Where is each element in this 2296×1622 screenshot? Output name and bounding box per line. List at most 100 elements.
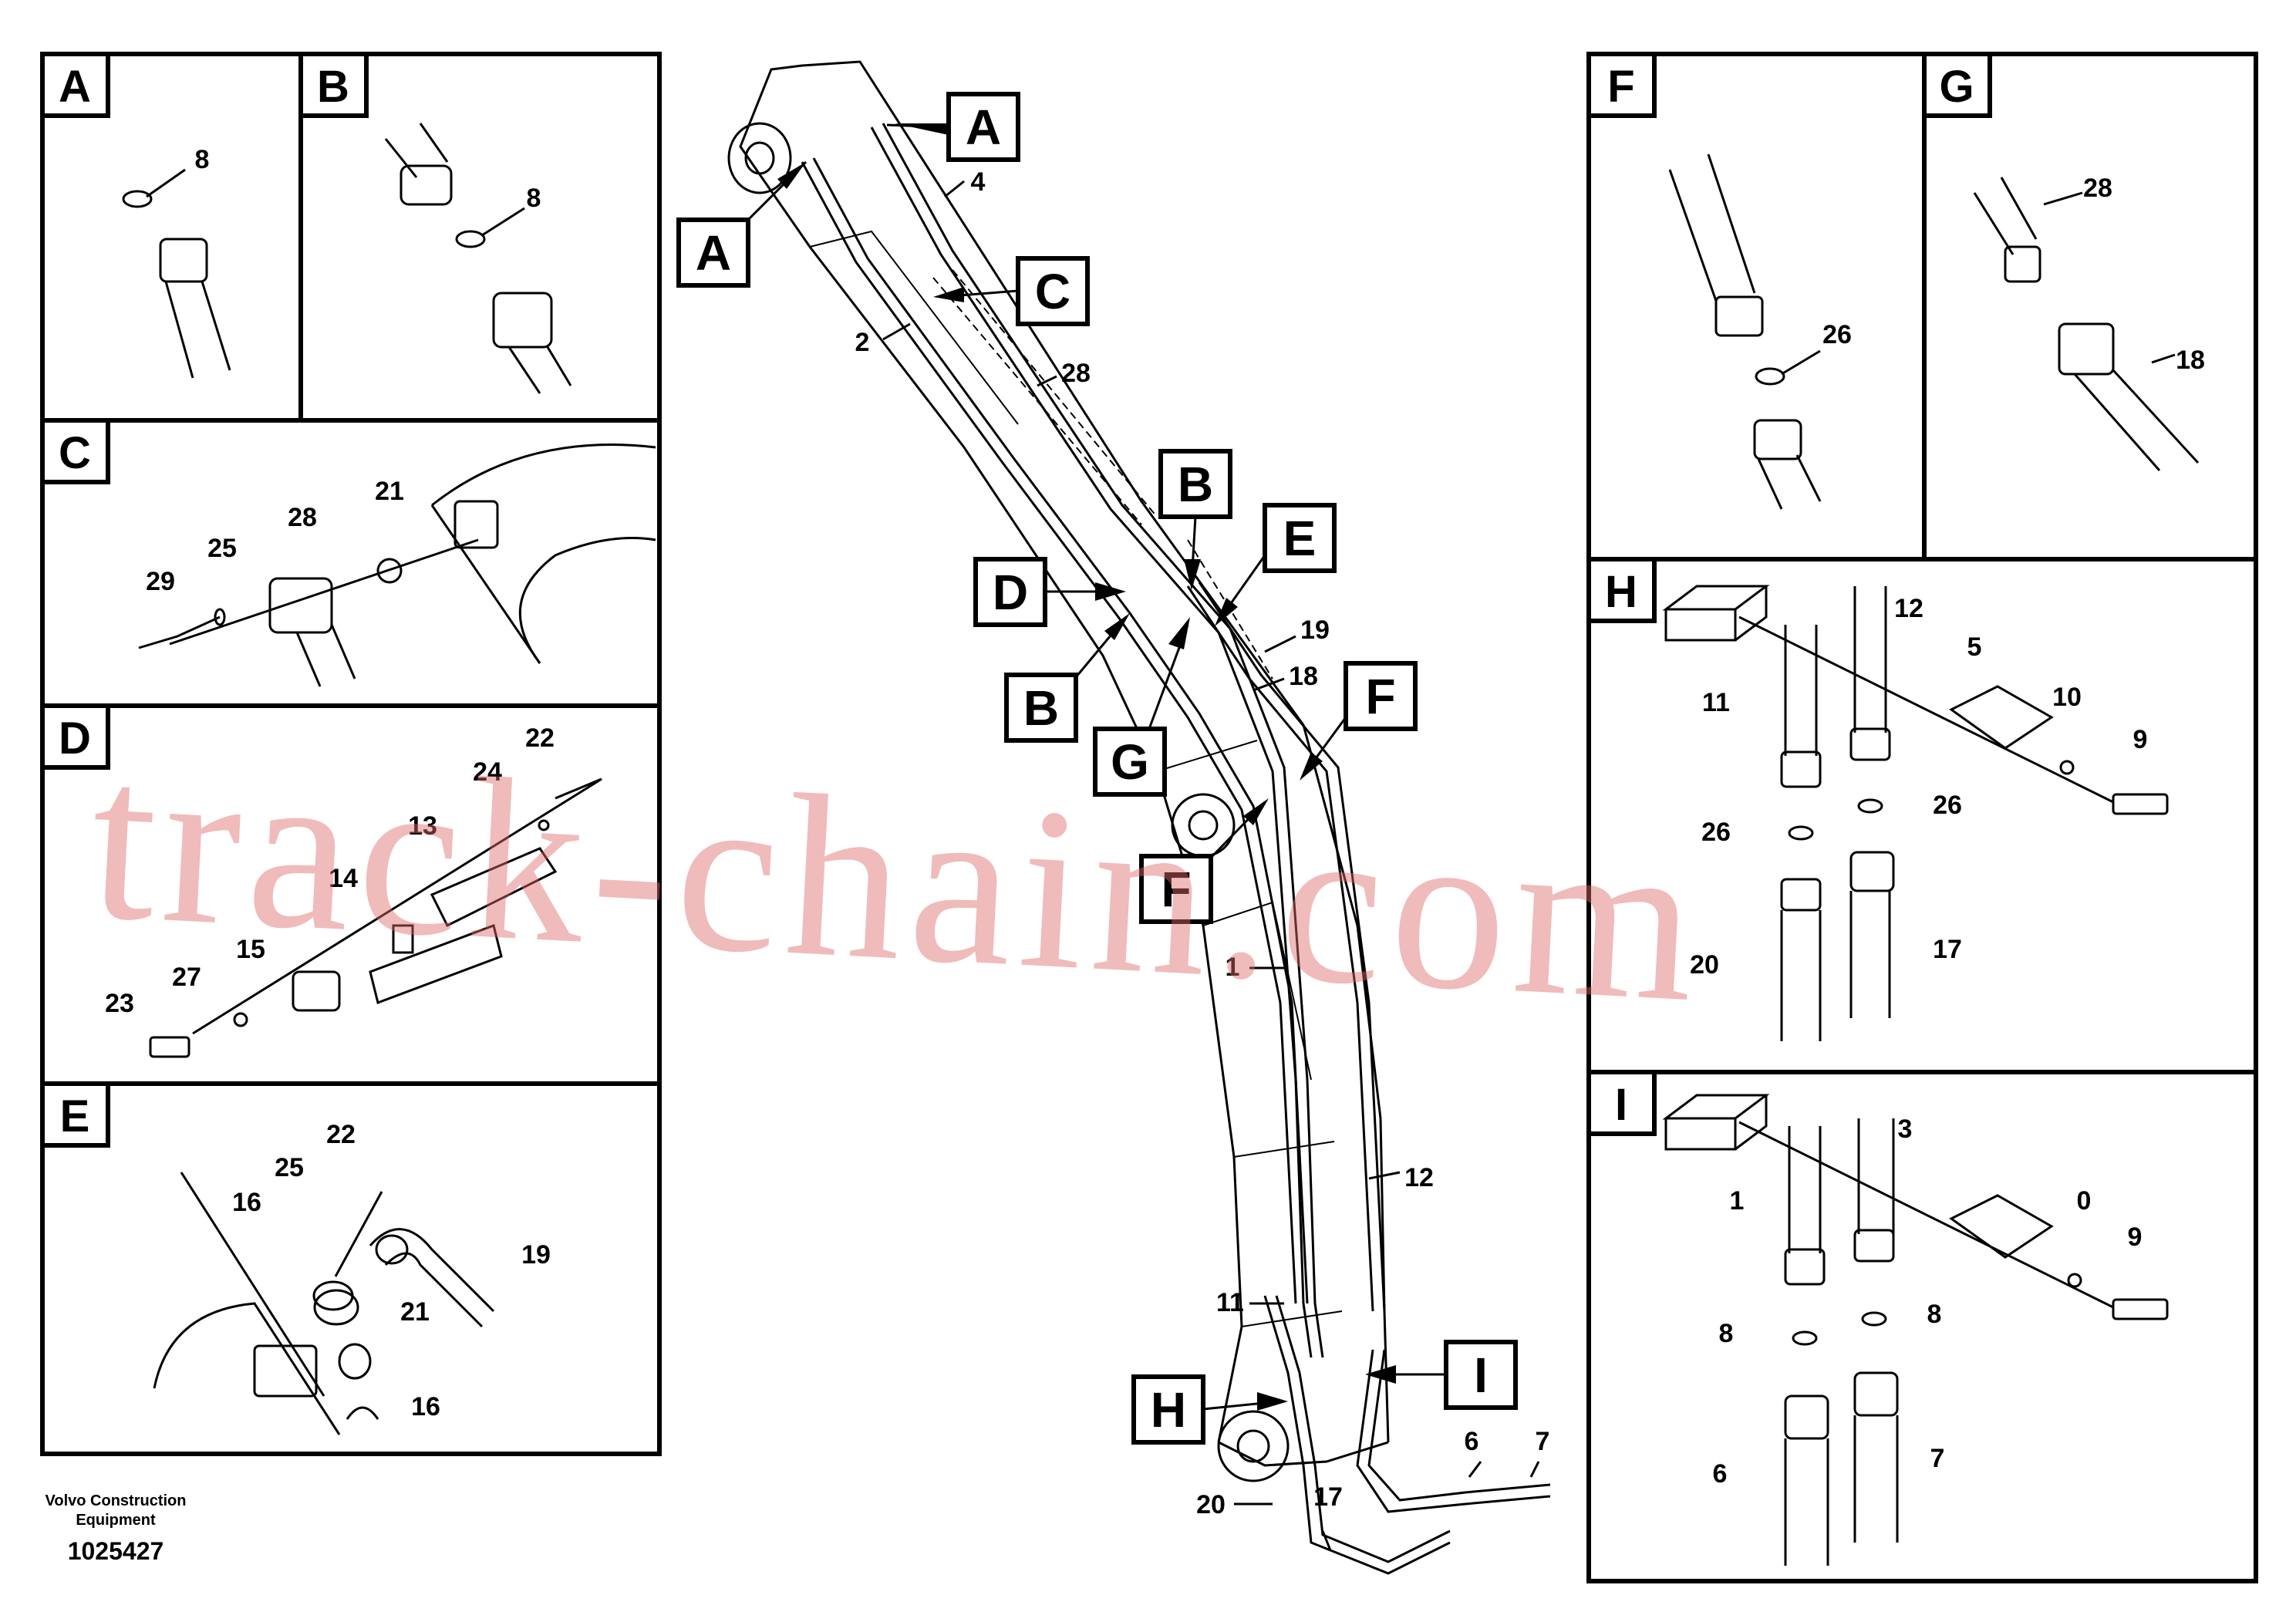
- panel-i-part-10-partial: 0: [2077, 1186, 2092, 1216]
- callout-d: D: [973, 557, 1126, 627]
- panel-e-letter: E: [60, 1091, 90, 1141]
- panel-i-letter: I: [1615, 1080, 1627, 1130]
- panel-c-part-29: 29: [146, 567, 175, 596]
- svg-text:G: G: [1111, 734, 1149, 790]
- panel-g-part-18: 18: [2176, 346, 2205, 375]
- panel-d-part-13: 13: [408, 811, 437, 841]
- panel-a: A 8: [40, 52, 303, 423]
- main-part-2: 2: [855, 328, 870, 357]
- main-part-7: 7: [1536, 1427, 1550, 1456]
- panel-i: I 3 1 8 8 6 7 9 0: [1586, 1070, 2258, 1583]
- panel-e-part-25: 25: [275, 1153, 304, 1182]
- svg-text:D: D: [993, 565, 1028, 620]
- panel-h-part-5: 5: [1967, 632, 1982, 662]
- panel-h-part-12: 12: [1894, 594, 1923, 623]
- panel-h-part-11: 11: [1702, 688, 1730, 717]
- panel-d-part-14: 14: [329, 864, 358, 893]
- callout-a-left: A: [676, 160, 807, 288]
- main-part-1: 1: [1226, 953, 1240, 982]
- panel-d-part-27: 27: [172, 963, 201, 992]
- panel-d-part-15: 15: [236, 935, 265, 964]
- main-part-11: 11: [1216, 1288, 1244, 1317]
- panel-h-part-26-left: 26: [1701, 818, 1731, 847]
- panel-i-part-8-right: 8: [1927, 1300, 1942, 1329]
- svg-text:A: A: [966, 99, 1001, 155]
- callout-g: G: [1093, 617, 1190, 797]
- main-part-6: 6: [1465, 1427, 1479, 1456]
- callout-h: H: [1131, 1374, 1288, 1445]
- callout-f-lower: F: [1139, 798, 1269, 924]
- panel-i-part-1: 1: [1730, 1186, 1745, 1216]
- panel-e-part-16-bottom: 16: [411, 1392, 440, 1421]
- panel-d-part-22: 22: [525, 723, 555, 753]
- svg-text:B: B: [1023, 680, 1059, 736]
- panel-g-part-28: 28: [2083, 174, 2112, 203]
- panel-h-part-20: 20: [1690, 950, 1719, 980]
- panel-f-letter: F: [1607, 62, 1634, 112]
- panel-d-part-24: 24: [473, 757, 502, 787]
- svg-text:F: F: [1161, 862, 1191, 917]
- panel-c-part-28: 28: [288, 503, 317, 532]
- panel-c: C 29 25 28 21: [40, 418, 662, 708]
- panel-f-part-26: 26: [1822, 320, 1852, 349]
- svg-text:A: A: [696, 225, 731, 281]
- callout-b-lower: B: [1004, 613, 1130, 743]
- panel-c-part-25: 25: [207, 534, 237, 563]
- panel-h-letter: H: [1605, 567, 1637, 617]
- panel-h-part-26-right: 26: [1933, 791, 1962, 820]
- panel-a-letter: A: [59, 62, 91, 112]
- main-part-18: 18: [1289, 662, 1318, 691]
- callout-f-right: F: [1300, 661, 1418, 781]
- panel-h-part-10: 10: [2052, 683, 2082, 712]
- callouts: A A C B D: [676, 92, 1518, 1445]
- panel-b-part-8: 8: [527, 184, 541, 213]
- watermark-text: track-chain.com: [86, 710, 1709, 1050]
- svg-text:E: E: [1283, 511, 1317, 566]
- panel-b-letter: B: [317, 62, 349, 112]
- panel-h-part-17: 17: [1933, 935, 1962, 964]
- panel-b: B 8: [298, 52, 662, 423]
- panel-a-part-8: 8: [195, 145, 210, 174]
- callout-c: C: [933, 256, 1090, 326]
- svg-text:I: I: [1474, 1347, 1488, 1403]
- panel-f: F 26: [1586, 52, 1927, 561]
- main-part-19: 19: [1300, 615, 1330, 645]
- footer: Volvo Construction Equipment 1025427: [46, 1492, 187, 1565]
- panel-e-part-19: 19: [521, 1240, 551, 1270]
- main-part-28: 28: [1061, 359, 1091, 388]
- main-part-4: 4: [971, 167, 986, 197]
- callout-a-top: A: [886, 92, 1020, 162]
- footer-drawing-id: 1025427: [68, 1537, 164, 1565]
- panel-i-part-8-left: 8: [1719, 1319, 1734, 1348]
- main-part-17: 17: [1313, 1482, 1343, 1512]
- callout-i: I: [1365, 1340, 1518, 1410]
- panel-d-letter: D: [59, 713, 91, 764]
- svg-text:B: B: [1178, 457, 1213, 512]
- panel-i-part-3: 3: [1898, 1114, 1913, 1144]
- svg-text:F: F: [1365, 669, 1395, 724]
- panel-i-part-9: 9: [2128, 1222, 2143, 1252]
- svg-text:C: C: [1035, 264, 1070, 319]
- panel-e-part-22: 22: [326, 1120, 356, 1149]
- footer-company-line2: Equipment: [76, 1512, 156, 1529]
- panel-i-part-7: 7: [1930, 1444, 1945, 1473]
- panel-i-part-6: 6: [1713, 1459, 1728, 1489]
- panel-d-part-23: 23: [105, 989, 134, 1018]
- callout-e: E: [1215, 503, 1337, 626]
- panel-c-letter: C: [59, 428, 91, 478]
- panel-e: E 22 25 16 19 21 16: [40, 1081, 662, 1456]
- panel-h-part-9: 9: [2133, 725, 2148, 754]
- footer-company-line1: Volvo Construction: [46, 1492, 187, 1509]
- main-part-labels: 4 2 28 19 18 1 12 11 6 7 20 17: [855, 167, 1550, 1551]
- main-part-12: 12: [1404, 1163, 1434, 1192]
- panel-c-part-21: 21: [375, 477, 404, 506]
- callout-b-top: B: [1158, 449, 1232, 590]
- panel-e-part-16-top: 16: [232, 1188, 261, 1217]
- panel-g-letter: G: [1939, 62, 1974, 112]
- svg-text:H: H: [1151, 1382, 1186, 1438]
- panel-g: G 28 18: [1922, 52, 2258, 561]
- main-part-20: 20: [1196, 1490, 1226, 1519]
- hose-lines: [801, 123, 1551, 1575]
- panel-e-part-21: 21: [400, 1297, 430, 1327]
